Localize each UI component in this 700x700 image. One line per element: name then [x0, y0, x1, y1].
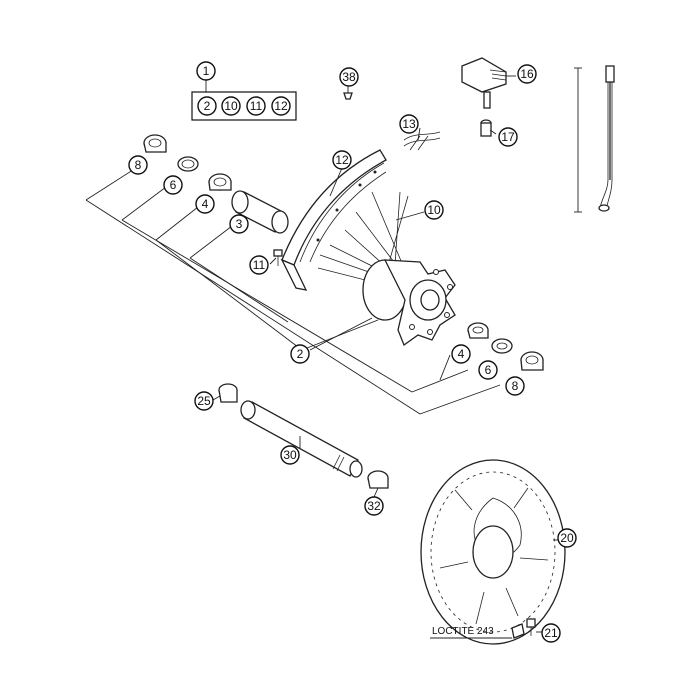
- assembly-group-1: [191, 80, 297, 121]
- callout-3: 3: [229, 214, 249, 234]
- svg-text:12: 12: [274, 99, 288, 113]
- bearing-right: [467, 322, 489, 339]
- callout-2-group: 2: [197, 96, 217, 116]
- svg-text:2: 2: [204, 99, 211, 113]
- callout-20: 20: [557, 528, 577, 548]
- svg-text:13: 13: [402, 117, 416, 131]
- callout-11-group: 11: [246, 96, 266, 116]
- svg-text:16: 16: [520, 67, 534, 81]
- callout-10-spoke: 10: [424, 200, 444, 220]
- svg-text:2: 2: [297, 347, 304, 361]
- wheel-axle: [240, 400, 363, 478]
- spacer-right: [491, 338, 513, 354]
- svg-text:11: 11: [253, 258, 266, 272]
- group-box: [191, 91, 297, 121]
- callout-25: 25: [194, 391, 214, 411]
- svg-text:3: 3: [236, 217, 243, 231]
- callout-4-left: 4: [195, 194, 215, 214]
- seal-left: [143, 134, 167, 153]
- wheel-rim: [280, 149, 387, 291]
- callout-2-hub: 2: [290, 344, 310, 364]
- callout-32: 32: [364, 496, 384, 516]
- svg-text:12: 12: [335, 153, 349, 167]
- svg-text:4: 4: [458, 347, 465, 361]
- disc-bolt-21: [511, 618, 536, 639]
- svg-text:20: 20: [560, 531, 574, 545]
- svg-text:1: 1: [203, 64, 210, 78]
- callout-16: 16: [517, 64, 537, 84]
- svg-text:32: 32: [367, 499, 381, 513]
- wheel-hub: [362, 259, 456, 347]
- callout-38: 38: [339, 67, 359, 87]
- bearing-left: [208, 173, 232, 191]
- svg-text:8: 8: [135, 158, 142, 172]
- nipple-11: [273, 249, 283, 266]
- svg-text:6: 6: [485, 363, 492, 377]
- svg-text:38: 38: [342, 70, 356, 84]
- axle-nut-32: [367, 470, 389, 489]
- callout-6-right: 6: [478, 360, 498, 380]
- callout-17: 17: [498, 127, 518, 147]
- svg-text:30: 30: [283, 448, 297, 462]
- svg-text:8: 8: [512, 379, 519, 393]
- svg-text:10: 10: [224, 99, 238, 113]
- callout-1: 1: [196, 61, 216, 81]
- callout-12-group: 12: [271, 96, 291, 116]
- brake-disc: [420, 459, 566, 645]
- callout-4-right: 4: [451, 344, 471, 364]
- callout-8-left: 8: [128, 155, 148, 175]
- callout-13: 13: [399, 114, 419, 134]
- svg-text:6: 6: [170, 178, 177, 192]
- spoke-detail: [574, 65, 615, 213]
- svg-text:11: 11: [250, 99, 263, 113]
- callout-8-right: 8: [505, 376, 525, 396]
- spacer-left: [177, 156, 199, 172]
- valve-17: [480, 119, 492, 137]
- rim-tape: [403, 131, 441, 151]
- nut-38: [343, 92, 353, 100]
- rim-lock-16: [461, 57, 507, 109]
- svg-text:17: 17: [501, 130, 515, 144]
- callout-11-nipple: 11: [249, 255, 269, 275]
- seal-right: [520, 351, 544, 371]
- callout-21: 21: [541, 623, 561, 643]
- svg-text:25: 25: [197, 394, 211, 408]
- loctite-label: LOCTITE 243: [432, 626, 494, 637]
- axle-collar-25: [218, 383, 238, 403]
- callout-10-group: 10: [221, 96, 241, 116]
- callout-30: 30: [280, 445, 300, 465]
- distance-sleeve: [231, 190, 289, 234]
- callout-12-rim: 12: [332, 150, 352, 170]
- svg-text:21: 21: [544, 626, 558, 640]
- svg-text:10: 10: [427, 203, 441, 217]
- callout-6-left: 6: [163, 175, 183, 195]
- leader-lines: [85, 75, 560, 639]
- svg-text:4: 4: [202, 197, 209, 211]
